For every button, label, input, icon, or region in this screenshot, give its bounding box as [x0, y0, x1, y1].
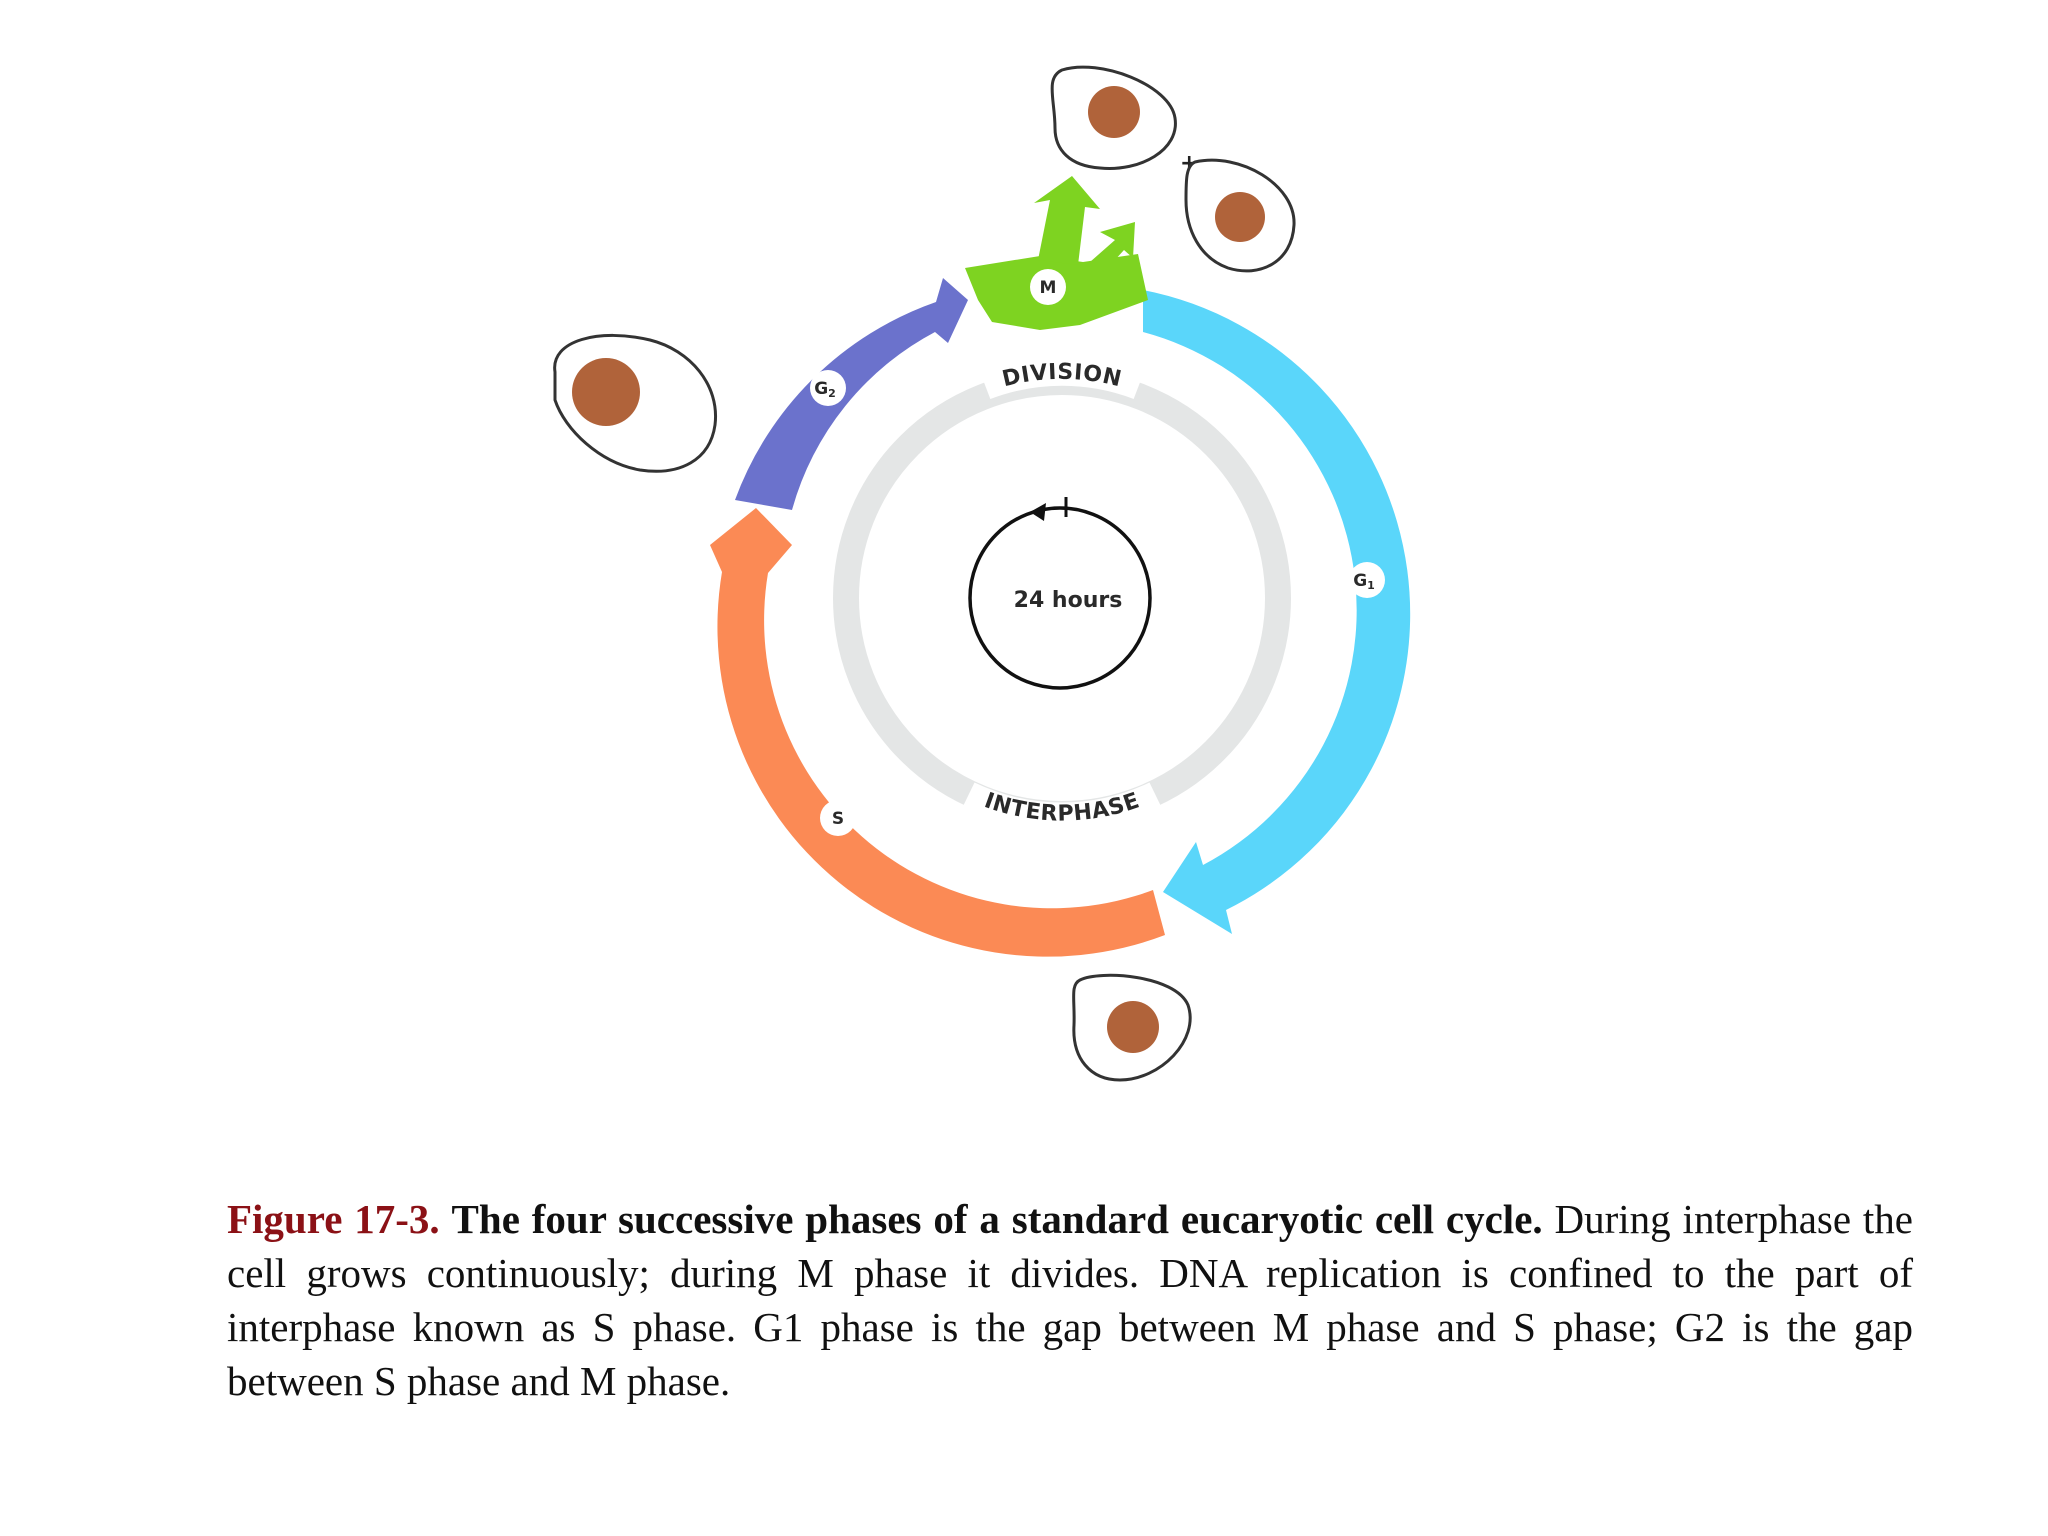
cell-g2	[553, 333, 718, 473]
cell-dividing-top	[1050, 65, 1177, 170]
s-phase-arrow	[710, 508, 1165, 957]
g2-badge: G2	[810, 370, 846, 406]
svg-text:M: M	[1040, 278, 1057, 298]
cell-cycle-diagram: DIVISION INTERPHASE 24 hours M G1 S G2 +	[553, 65, 1411, 1082]
cell-dividing-right	[1184, 158, 1296, 273]
g2-phase-arrow	[735, 278, 968, 510]
figure-number: Figure 17-3.	[227, 1196, 440, 1242]
g1-phase-arrow	[1143, 290, 1411, 934]
caption-body: During interphase the cell grows continu…	[227, 1196, 1914, 1404]
figure-caption: Figure 17-3. The four successive phases …	[227, 1192, 1913, 1408]
cell-g1	[1072, 973, 1192, 1082]
m-badge: M	[1030, 269, 1066, 305]
svg-text:G1: G1	[1353, 571, 1375, 592]
g1-badge: G1	[1349, 562, 1385, 598]
clock-circle	[968, 506, 1152, 690]
figure-title: The four successive phases of a standard…	[451, 1196, 1543, 1242]
m-phase-arrow	[965, 176, 1148, 330]
svg-text:G2: G2	[814, 379, 836, 400]
clock-arrow-icon	[1030, 503, 1046, 521]
svg-text:S: S	[832, 809, 844, 829]
s-badge: S	[820, 800, 856, 836]
clock-label: 24 hours	[1014, 588, 1123, 613]
